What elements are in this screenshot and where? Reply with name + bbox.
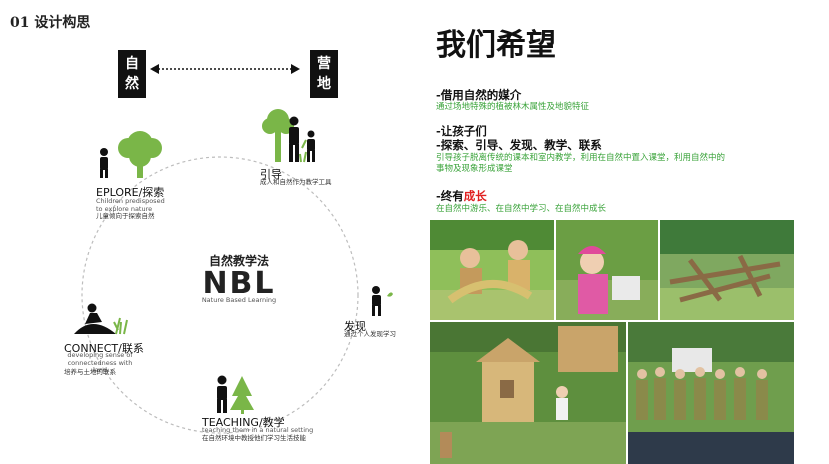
- guide-cn: 成人和自然作为教学工具: [260, 178, 332, 186]
- discover-cn: 通过个人发现学习: [344, 330, 396, 338]
- connect-cn: 培养与土地的联系: [64, 368, 116, 376]
- hope-item-3-head: -终有成长: [436, 189, 487, 203]
- hope-item-3-head-prefix: -终有: [436, 189, 464, 203]
- hope-item-3-sub: 在自然中游乐、在自然中学习、在自然中成长: [436, 204, 607, 214]
- double-arrow-icon: [150, 64, 300, 74]
- hope-item-1-head: -借用自然的媒介: [436, 88, 522, 102]
- guide-title: 引导: [260, 168, 282, 181]
- connect-title: CONNECT/联系: [64, 342, 144, 355]
- nbl-abbr: NBL: [202, 266, 276, 301]
- guide-illustration-icon: [262, 109, 315, 163]
- section-title: 01 设计构思: [10, 15, 91, 31]
- explore-en: Children predisposed to explore nature: [96, 197, 165, 213]
- connect-en: developing sense of connectedness with l…: [67, 351, 133, 374]
- tag-camp: 营 地: [310, 50, 338, 98]
- teaching-illustration-icon: [217, 375, 254, 414]
- hope-item-1-sub: 通过场地特殊的植被林木属性及地貌特征: [436, 102, 590, 112]
- tag-camp-char-1: 营: [317, 56, 331, 72]
- teaching-title: TEACHING/教学: [202, 416, 285, 429]
- teaching-en: teaching them in a natural setting: [202, 426, 314, 434]
- hope-title: 我们希望: [436, 28, 556, 63]
- nbl-cn-title: 自然教学法: [208, 254, 269, 268]
- explore-illustration-icon: [100, 131, 162, 178]
- connect-illustration-icon: [74, 303, 128, 335]
- tag-nature-char-1: 自: [125, 56, 139, 72]
- hope-item-2-head-2: -探索、引导、发现、教学、联系: [436, 138, 602, 152]
- photo-kids-with-hay: [430, 220, 554, 320]
- tag-nature: 自 然: [118, 50, 146, 98]
- photo-girl-pink-hat: [556, 220, 658, 320]
- discover-title: 发现: [344, 320, 366, 333]
- explore-title: EPLORE/探索: [96, 186, 165, 199]
- hope-item-2-head-1: -让孩子们: [436, 124, 487, 138]
- tag-camp-char-2: 地: [317, 76, 331, 92]
- cycle-ring: [81, 156, 359, 434]
- tag-nature-char-2: 然: [125, 76, 139, 92]
- hope-item-2-sub: 引导孩子脱离传统的课本和室内教学，利用在自然中置入课堂，利用自然中的事物及现象形…: [436, 153, 726, 174]
- photo-wooden-house: [430, 322, 626, 464]
- explore-cn: 儿童倾向于探索自然: [96, 212, 155, 220]
- teaching-cn: 在自然环境中教授他们学习生活技能: [202, 434, 306, 442]
- photo-log-playground: [660, 220, 794, 320]
- discover-illustration-icon: [372, 286, 393, 316]
- photo-group-of-students: [628, 322, 794, 464]
- nbl-en: Nature Based Learning: [201, 296, 277, 304]
- hope-item-3-head-red: 成长: [463, 189, 487, 203]
